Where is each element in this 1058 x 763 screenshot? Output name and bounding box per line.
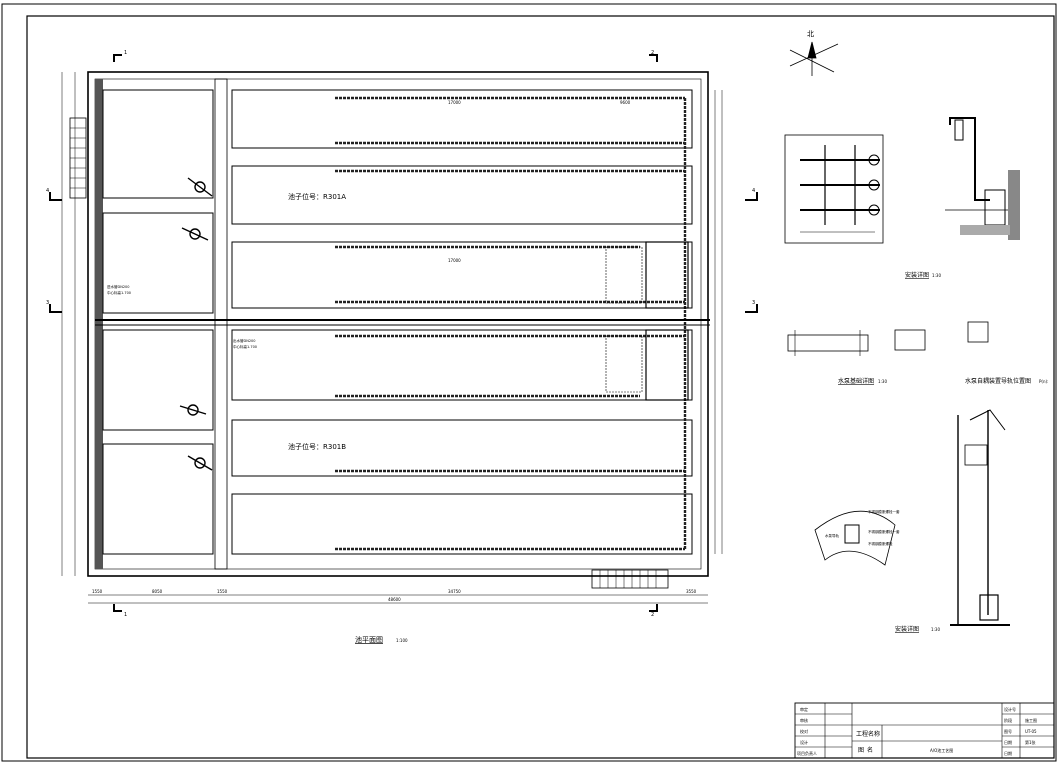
tb-drawing-name-label: 图名 bbox=[858, 746, 876, 754]
plan-title: 池平面图 bbox=[355, 635, 383, 644]
section-mark-bottom-right: 2 bbox=[651, 612, 654, 618]
install-detail-1 bbox=[784, 134, 884, 244]
section-mark-bottom-left: 1 bbox=[124, 612, 127, 618]
tb-right-label-4: 日期 bbox=[1004, 739, 1012, 745]
title-block bbox=[794, 702, 1055, 759]
riser-install-detail bbox=[950, 409, 1010, 626]
tb-right-value-2: 施工图 bbox=[1025, 717, 1037, 723]
pool-b-label: 池子位号：R301B bbox=[288, 442, 346, 451]
tb-right-label-1: 设计号 bbox=[1004, 706, 1016, 712]
tb-right-label-3: 图号 bbox=[1004, 728, 1012, 734]
dim-bottom-left: 1550 bbox=[92, 589, 103, 594]
channel-6 bbox=[231, 493, 693, 555]
pipe-note-1: 进水管DN200 bbox=[107, 284, 130, 289]
dim-channel-lower: 17000 bbox=[448, 258, 461, 263]
install-detail-1-title: 安装详图 bbox=[905, 271, 929, 279]
section-mark-left-upper: 4 bbox=[46, 188, 49, 194]
tb-right-label-5: 日期 bbox=[1004, 750, 1012, 756]
channel-3 bbox=[231, 241, 693, 309]
pump-box-lower bbox=[645, 329, 689, 401]
pump-foundation-detail bbox=[787, 321, 989, 356]
channel-4 bbox=[231, 329, 693, 401]
dim-bottom-right: 3550 bbox=[686, 589, 697, 594]
pump-foundation-scale: 1:30 bbox=[878, 379, 887, 384]
detail-note-1: 不锈钢膨胀螺栓一套 bbox=[868, 509, 900, 514]
divider-wall-mid bbox=[214, 78, 228, 570]
tb-left-label-5: 项目负责人 bbox=[797, 750, 817, 756]
channel-5 bbox=[231, 419, 693, 477]
pump-box-upper bbox=[645, 241, 689, 309]
dimension-lines bbox=[61, 72, 723, 604]
dim-bottom-total: 48600 bbox=[388, 597, 401, 602]
pump-guide-note: P(n): bbox=[1039, 379, 1048, 384]
tb-right-value-3: UT-05 bbox=[1025, 729, 1037, 734]
detail-note-4: 水泵导轨 bbox=[825, 533, 839, 538]
channel-1 bbox=[231, 89, 693, 149]
plan-scale: 1:100 bbox=[396, 638, 408, 643]
section-mark-mid-left: 3 bbox=[46, 300, 49, 306]
pipe-note-3: 出水管DN200 bbox=[233, 338, 256, 343]
pump-foundation-title: 水泵基础详图 bbox=[838, 377, 874, 385]
section-mark-mid-right: 3 bbox=[752, 300, 755, 306]
tb-left-label-4: 设计 bbox=[800, 739, 808, 745]
section-mark-top-right: 2 bbox=[651, 50, 654, 56]
detail-note-2: 不锈钢膨胀螺栓一套 bbox=[868, 529, 900, 534]
pipe-note-2: 中心标高1.700 bbox=[107, 290, 131, 295]
stair-bottom bbox=[591, 569, 669, 589]
plan-inner-wall bbox=[94, 78, 702, 570]
north-arrow bbox=[789, 41, 839, 76]
pump-guide-title: 水泵自耦装置导轨位置图 bbox=[965, 377, 1031, 385]
dim-bottom-long: 34750 bbox=[448, 589, 461, 594]
section-mark-lines bbox=[49, 54, 758, 612]
tank-plan bbox=[49, 54, 758, 612]
section-mark-top-left: 1 bbox=[124, 50, 127, 56]
dim-channel-right: 9600 bbox=[620, 100, 631, 105]
left-tank-1 bbox=[102, 89, 214, 199]
channel-2 bbox=[231, 165, 693, 225]
north-label: 北 bbox=[807, 30, 814, 38]
aeration-pipes bbox=[335, 96, 687, 551]
detail-note-3: 不锈钢膨胀螺栓 bbox=[868, 541, 893, 546]
sheet-outer-border bbox=[1, 3, 1057, 762]
wall-bracket-detail bbox=[814, 510, 896, 566]
tb-left-label-3: 校对 bbox=[800, 728, 808, 734]
tb-left-label-2: 审核 bbox=[800, 717, 808, 723]
plan-outer-wall bbox=[87, 71, 709, 577]
pump-elevation-detail bbox=[945, 117, 1020, 240]
section-mark-right-upper: 4 bbox=[752, 188, 755, 194]
title-block-frame bbox=[794, 702, 1055, 759]
tb-right-value-4: 第1张 bbox=[1025, 739, 1036, 745]
dim-channel-upper: 17000 bbox=[448, 100, 461, 105]
left-tank-4 bbox=[102, 443, 214, 555]
dim-bottom-mid1: 8050 bbox=[152, 589, 163, 594]
divider-wall-left bbox=[95, 79, 103, 569]
mixers bbox=[179, 177, 213, 471]
left-tank-2 bbox=[102, 212, 214, 314]
install-detail-1-scale: 1:30 bbox=[932, 273, 941, 278]
left-tank-3 bbox=[102, 329, 214, 431]
tb-project-name-label: 工程名称 bbox=[856, 730, 880, 738]
pipe-note-4: 中心标高1.700 bbox=[233, 344, 257, 349]
pool-a-label: 池子位号：R301A bbox=[288, 192, 346, 201]
tb-right-label-2: 阶段 bbox=[1004, 717, 1012, 723]
dim-bottom-mid2: 1550 bbox=[217, 589, 228, 594]
tb-left-label-1: 审定 bbox=[800, 706, 808, 712]
install-detail-2-scale: 1:30 bbox=[931, 627, 940, 632]
sheet-inner-border bbox=[26, 15, 1055, 759]
tb-drawing-name: A/O池工艺图 bbox=[930, 747, 953, 753]
install-detail-2-title: 安装详图 bbox=[895, 625, 919, 633]
